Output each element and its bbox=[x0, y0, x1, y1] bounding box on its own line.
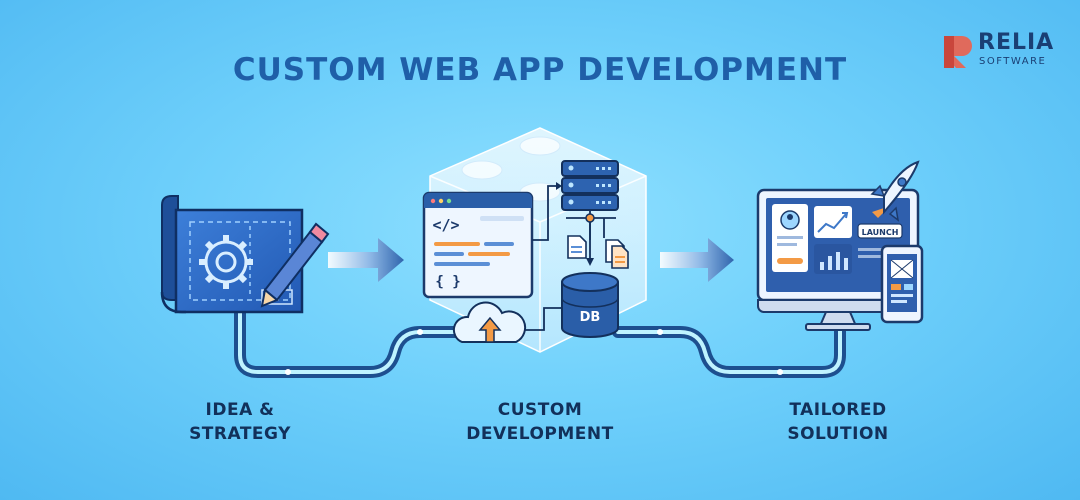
logo-name: RELIA bbox=[978, 30, 1055, 55]
stage-label-idea-strategy: IDEA & STRATEGY bbox=[160, 398, 320, 446]
launch-button-label: LAUNCH bbox=[862, 228, 899, 237]
code-window-icon bbox=[422, 191, 534, 299]
relia-logo: RELIA SOFTWARE bbox=[940, 30, 1060, 72]
document-copy-icon bbox=[605, 239, 629, 269]
code-brackets-text: </> bbox=[432, 216, 459, 234]
code-braces-text: { } bbox=[435, 274, 460, 290]
arrow-right-icon-2 bbox=[660, 238, 734, 282]
gear-icon bbox=[199, 235, 253, 289]
stage-label-line: CUSTOM bbox=[497, 400, 583, 420]
stage-label-custom-development: CUSTOM DEVELOPMENT bbox=[440, 398, 640, 446]
document-icon bbox=[567, 235, 587, 259]
relia-logo-icon bbox=[944, 36, 972, 68]
database-label: DB bbox=[580, 310, 601, 325]
server-icon bbox=[561, 160, 619, 211]
cloud-upload-icon bbox=[452, 301, 527, 343]
page-title: CUSTOM WEB APP DEVELOPMENT bbox=[232, 52, 848, 88]
stage-label-tailored-solution: TAILORED SOLUTION bbox=[758, 398, 918, 446]
stage-label-line: IDEA & bbox=[205, 400, 275, 420]
stage-label-line: STRATEGY bbox=[189, 424, 291, 444]
logo-tagline: SOFTWARE bbox=[979, 56, 1047, 67]
rocket-icon bbox=[870, 160, 920, 222]
database-icon bbox=[561, 272, 619, 338]
stage-label-line: SOLUTION bbox=[787, 424, 889, 444]
arrow-right-icon bbox=[328, 238, 404, 282]
phone-icon bbox=[880, 244, 924, 324]
circuit-path bbox=[234, 306, 846, 378]
pencil-icon bbox=[260, 222, 330, 308]
stage-label-line: TAILORED bbox=[789, 400, 887, 420]
stage-label-line: DEVELOPMENT bbox=[466, 424, 614, 444]
blueprint-icon bbox=[160, 195, 330, 314]
